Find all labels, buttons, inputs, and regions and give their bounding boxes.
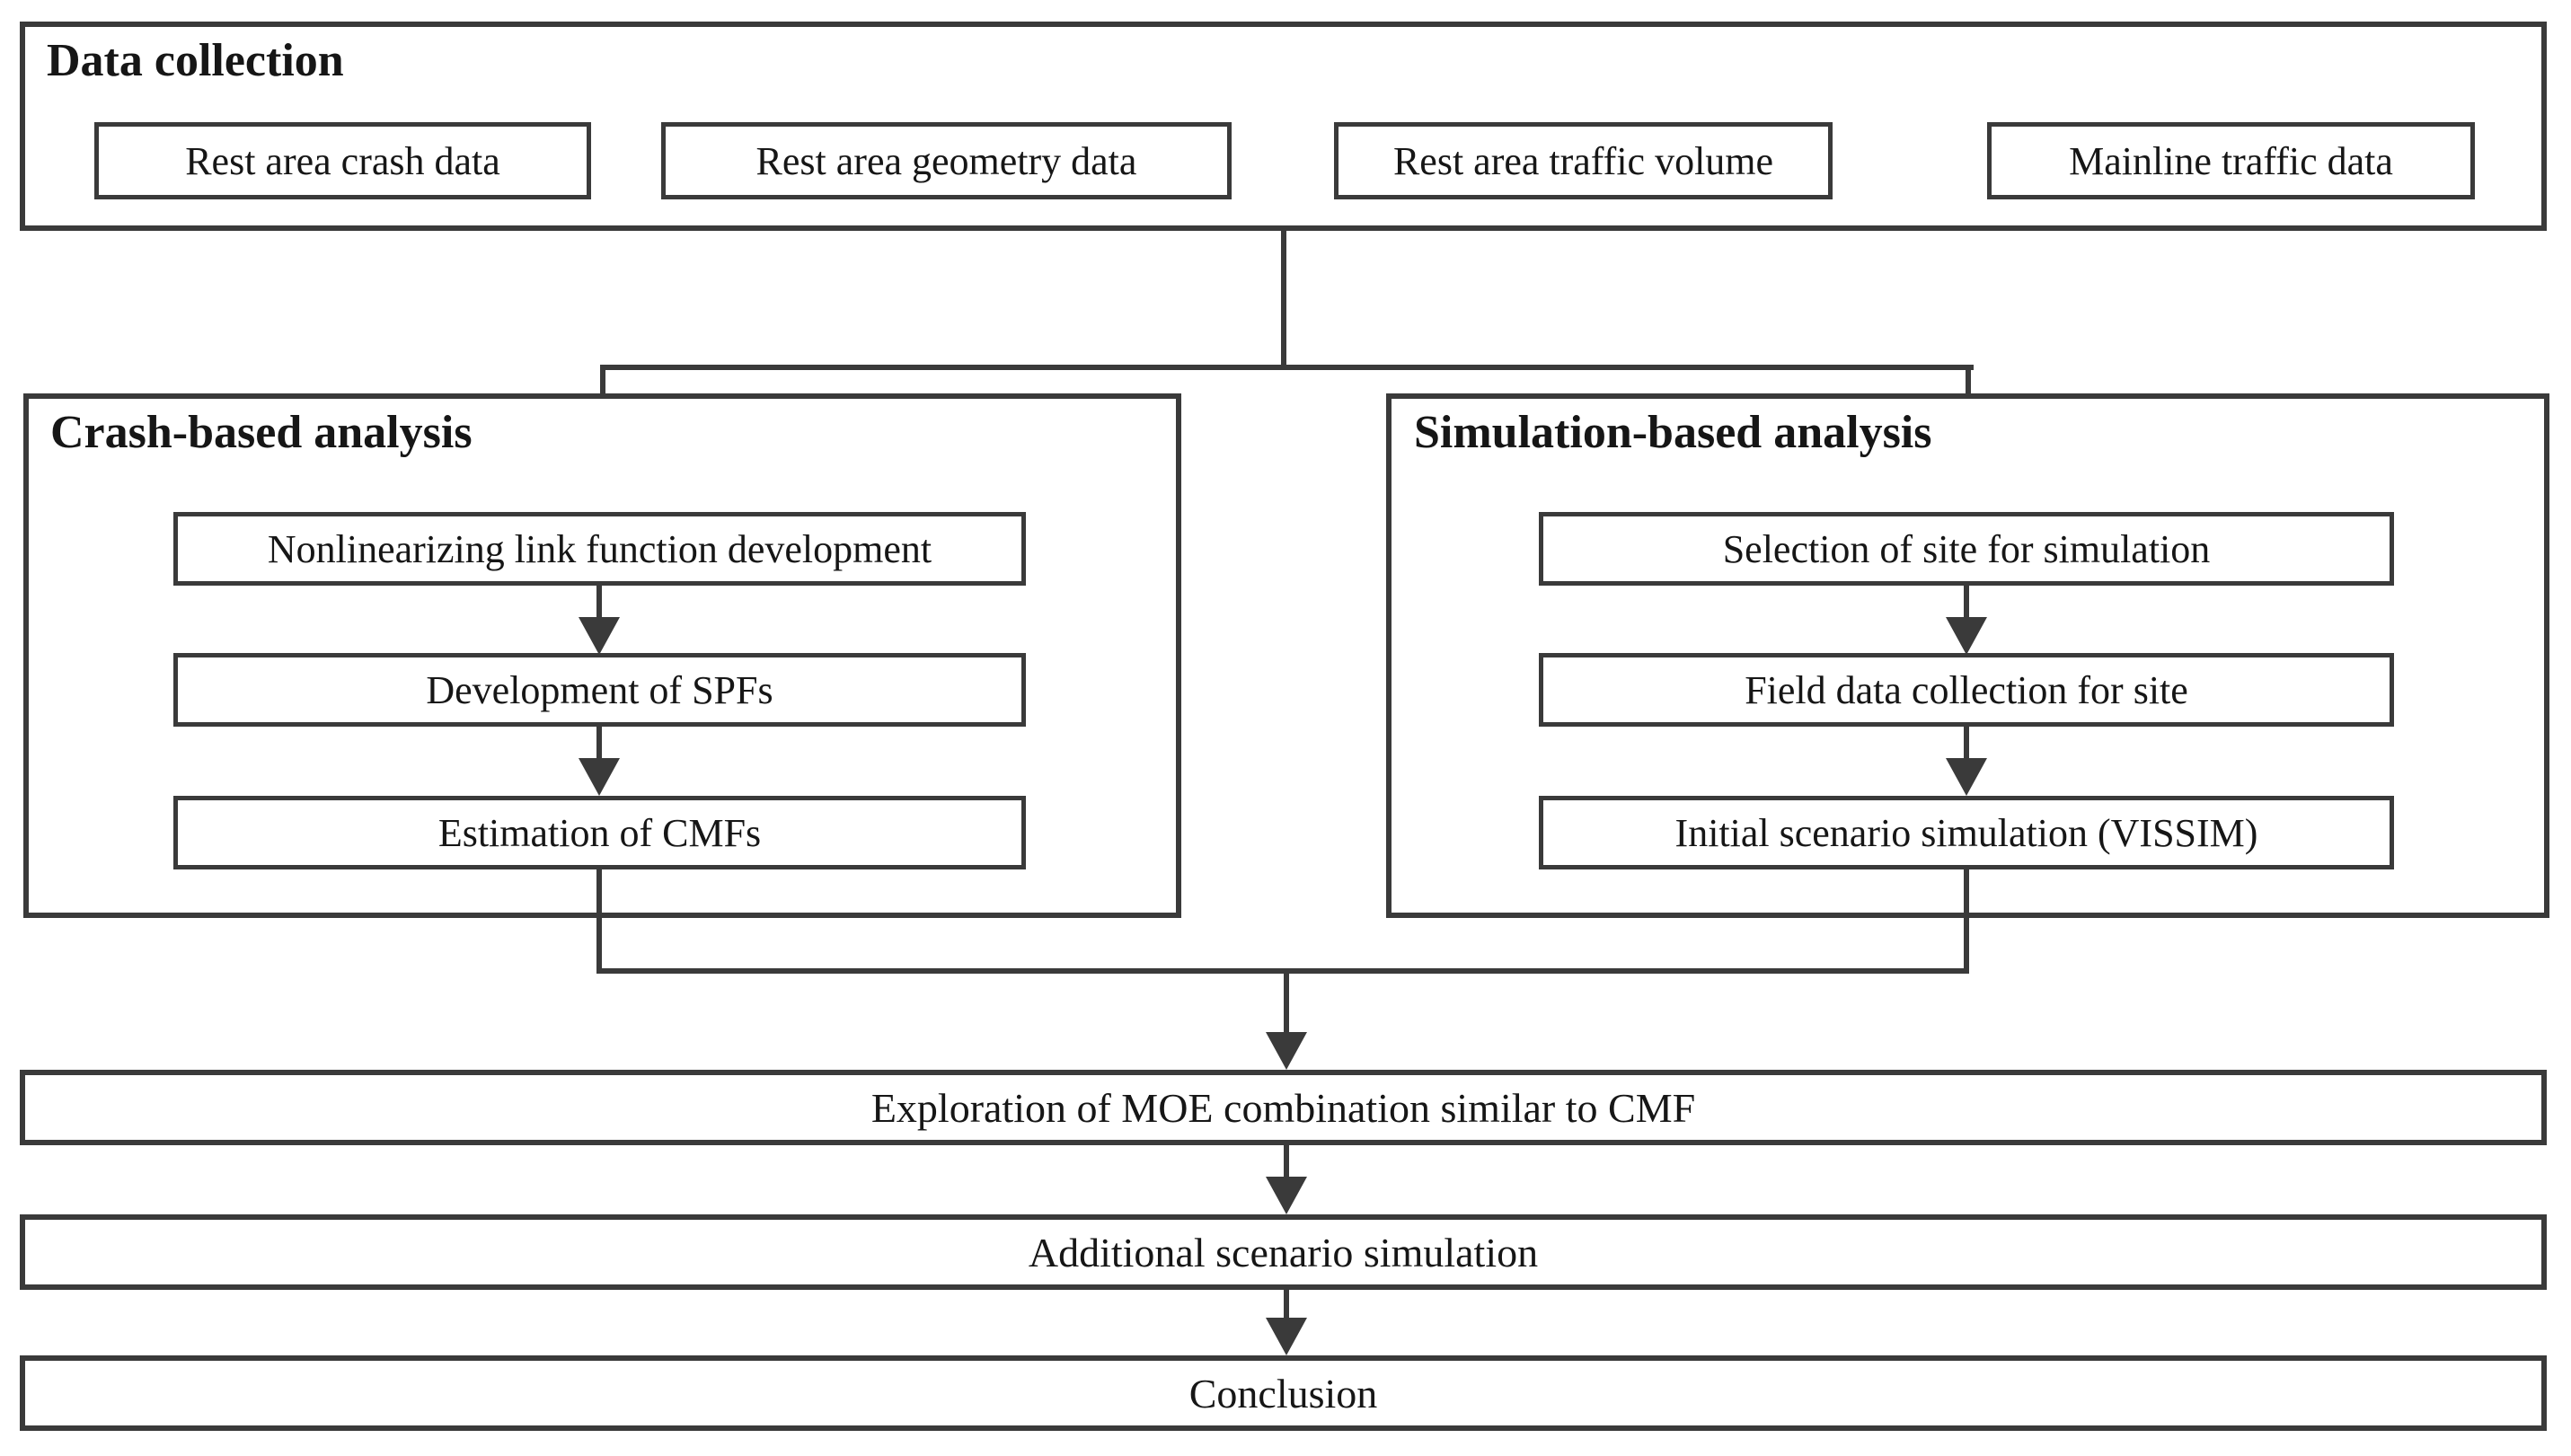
arrowhead-into-conclusion <box>1266 1318 1307 1355</box>
node-label: Estimation of CMFs <box>437 810 762 855</box>
node-estimation-of-cmfs: Estimation of CMFs <box>173 796 1026 869</box>
connector-merge-horizontal <box>596 968 1969 974</box>
connector-crash-merge-drop <box>596 869 602 974</box>
node-development-of-spfs: Development of SPFs <box>173 653 1026 727</box>
connector-additional-conclusion <box>1284 1290 1289 1319</box>
node-label: Selection of site for simulation <box>1722 526 2211 571</box>
connector-exploration-additional <box>1284 1145 1289 1178</box>
arrowhead-sim-step2 <box>1946 617 1987 655</box>
node-label: Field data collection for site <box>1745 667 2188 712</box>
simulation-based-analysis-label: Simulation-based analysis <box>1414 407 1932 458</box>
node-label: Initial scenario simulation (VISSIM) <box>1674 810 2258 855</box>
node-label: Rest area traffic volume <box>1392 138 1774 183</box>
node-label: Exploration of MOE combination similar t… <box>870 1084 1696 1131</box>
connector-crash-step2-step3 <box>596 727 602 760</box>
arrowhead-sim-step3 <box>1946 758 1987 796</box>
node-conclusion: Conclusion <box>20 1355 2547 1431</box>
node-label: Development of SPFs <box>426 667 773 712</box>
node-selection-of-site: Selection of site for simulation <box>1539 512 2394 586</box>
crash-based-analysis-label: Crash-based analysis <box>50 407 473 458</box>
connector-sim-step1-step2 <box>1964 586 1969 619</box>
node-label: Additional scenario simulation <box>1028 1229 1539 1275</box>
node-label: Mainline traffic data <box>2069 138 2393 183</box>
connector-merge-center-drop <box>1284 968 1289 1034</box>
connector-sim-step2-step3 <box>1964 727 1969 760</box>
node-rest-area-geometry-data: Rest area geometry data <box>661 122 1232 199</box>
arrowhead-into-exploration <box>1266 1032 1307 1070</box>
arrowhead-crash-step3 <box>579 758 620 796</box>
connector-datacollection-drop <box>1281 231 1286 370</box>
node-rest-area-traffic-volume: Rest area traffic volume <box>1334 122 1833 199</box>
arrowhead-into-additional <box>1266 1177 1307 1214</box>
node-exploration-of-moe: Exploration of MOE combination similar t… <box>20 1070 2547 1145</box>
node-additional-scenario-simulation: Additional scenario simulation <box>20 1214 2547 1290</box>
connector-crash-step1-step2 <box>596 586 602 619</box>
node-label: Rest area crash data <box>185 138 500 183</box>
node-label: Rest area geometry data <box>755 138 1137 183</box>
node-rest-area-crash-data: Rest area crash data <box>94 122 591 199</box>
data-collection-label: Data collection <box>47 35 344 86</box>
connector-branch-horizontal <box>600 365 1974 370</box>
arrowhead-crash-step2 <box>579 617 620 655</box>
node-field-data-collection: Field data collection for site <box>1539 653 2394 727</box>
node-initial-scenario-simulation: Initial scenario simulation (VISSIM) <box>1539 796 2394 869</box>
node-label: Nonlinearizing link function development <box>267 526 932 571</box>
node-mainline-traffic-data: Mainline traffic data <box>1987 122 2475 199</box>
connector-sim-merge-drop <box>1964 869 1969 974</box>
node-label: Conclusion <box>1188 1370 1378 1416</box>
node-nonlinearizing-link-function: Nonlinearizing link function development <box>173 512 1026 586</box>
